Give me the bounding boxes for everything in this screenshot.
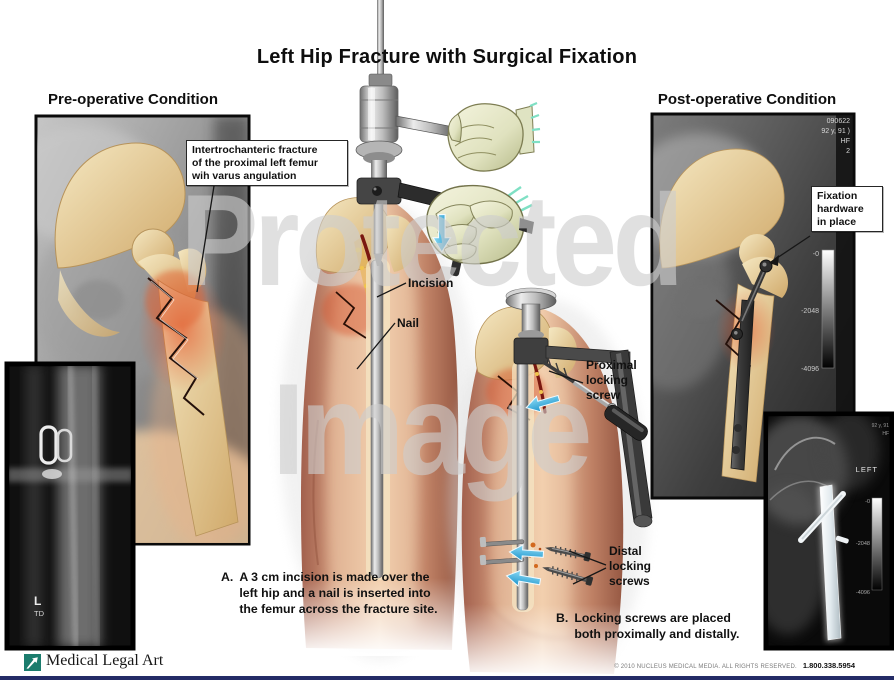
step-text: A 3 cm incision is made over the left hi… bbox=[239, 570, 438, 616]
xray-grayscale-bar bbox=[821, 249, 835, 369]
xray-header-line: 2 bbox=[846, 148, 850, 155]
scale-label: -2048 bbox=[801, 308, 819, 315]
distal-locking-screws-label: Distal locking screws bbox=[609, 544, 652, 588]
scale-label: -4096 bbox=[856, 590, 870, 596]
fixation-hardware-callout: Fixation hardware in place bbox=[811, 186, 883, 233]
scale-label: -0 bbox=[865, 499, 870, 505]
scale-label: -4096 bbox=[801, 366, 819, 373]
page-title: Left Hip Fracture with Surgical Fixation bbox=[256, 46, 638, 68]
xray-side-marker: L bbox=[34, 594, 41, 608]
fracture-line bbox=[147, 277, 205, 416]
embedded-distal-screws bbox=[479, 536, 525, 566]
step-a-caption: A. A 3 cm incision is made over the left… bbox=[221, 570, 438, 618]
xray-header-line: HF bbox=[882, 431, 889, 437]
xray-tech-initials: TD bbox=[34, 609, 45, 618]
surgeon-hands bbox=[426, 101, 541, 265]
implant-staple-icon bbox=[39, 425, 58, 465]
medical-legal-art-logo bbox=[24, 654, 41, 671]
preop-heading: Pre-operative Condition bbox=[47, 91, 219, 108]
xray-grayscale-bar bbox=[871, 497, 883, 591]
xray-header-line: 92 y, 91 bbox=[872, 423, 890, 429]
proximal-screw-insertion bbox=[542, 357, 648, 441]
xray-header-line: 090622 bbox=[827, 118, 850, 125]
implant-staple-icon bbox=[56, 428, 73, 463]
copyright-text: © 2010 NUCLEUS MEDICAL MEDIA. ALL RIGHTS… bbox=[614, 664, 797, 670]
step-b-caption: B. Locking screws are placed both proxim… bbox=[556, 611, 739, 643]
preop-xray-inset: L TD bbox=[4, 361, 136, 651]
fracture-callout: Intertrochanteric fracture of the proxim… bbox=[186, 140, 348, 187]
postop-heading: Post-operative Condition bbox=[657, 91, 837, 108]
bottom-accent-bar bbox=[0, 676, 894, 680]
scale-label: -0 bbox=[813, 251, 819, 258]
intramedullary-nail bbox=[370, 259, 384, 579]
phone-number: 1.800.338.5954 bbox=[802, 661, 855, 670]
implant-nail-xray bbox=[819, 484, 842, 641]
proximal-locking-screw-label: Proximal locking screw bbox=[586, 358, 637, 402]
xray-header-line: 92 y, 91 ) bbox=[821, 128, 850, 135]
xray-side-label: LEFT bbox=[856, 465, 878, 474]
scale-label: -2048 bbox=[856, 541, 870, 547]
incision-label: Incision bbox=[408, 276, 454, 290]
footer-legal: © 2010 NUCLEUS MEDICAL MEDIA. ALL RIGHTS… bbox=[614, 661, 855, 670]
xray-header-line: HF bbox=[841, 138, 850, 145]
targeting-guide-instrument bbox=[505, 287, 653, 528]
postop-panel: 090622 92 y, 91 ) HF 2 -0 -2048 -4096 bbox=[650, 112, 856, 500]
postop-xray-inset: 92 y, 91 HF LEFT -0 -2048 -4096 bbox=[763, 411, 894, 651]
step-letter: B. bbox=[556, 611, 569, 625]
nail-label: Nail bbox=[397, 316, 420, 330]
step-text: Locking screws are placed both proximall… bbox=[574, 611, 740, 641]
t-handle bbox=[395, 115, 455, 138]
step-letter: A. bbox=[221, 570, 234, 584]
footer-brand: Medical Legal Art bbox=[46, 652, 164, 669]
